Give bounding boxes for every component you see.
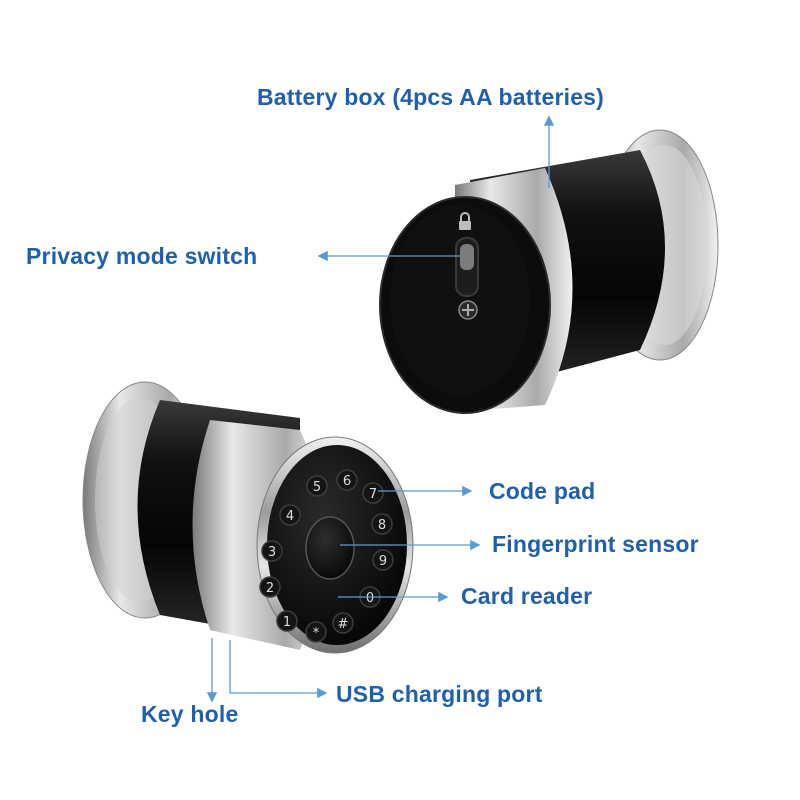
keypad-key: 6 <box>336 469 358 491</box>
code-pad-label: Code pad <box>489 478 596 504</box>
battery-box-label: Battery box (4pcs AA batteries) <box>257 84 605 110</box>
keypad-key: 2 <box>259 576 281 598</box>
usb-callout-line <box>229 640 328 699</box>
front-lock <box>82 381 414 654</box>
svg-text:1: 1 <box>283 615 291 630</box>
keypad-key: 5 <box>306 475 328 497</box>
code-pad-keys: 5 6 7 4 8 3 9 2 <box>259 469 394 643</box>
svg-text:2: 2 <box>266 581 274 596</box>
svg-text:8: 8 <box>378 518 386 533</box>
keypad-key: 8 <box>371 513 393 535</box>
keypad-key: # <box>332 612 354 634</box>
usb-port-label: USB charging port <box>336 681 543 707</box>
keypad-key: 3 <box>261 540 283 562</box>
card-reader-label: Card reader <box>461 583 593 609</box>
svg-text:3: 3 <box>268 545 276 560</box>
keypad-key: 9 <box>372 549 394 571</box>
keypad-key: 7 <box>362 482 384 504</box>
lock-icon <box>459 212 471 230</box>
keypad-key: 1 <box>276 610 298 632</box>
svg-text:9: 9 <box>379 554 387 569</box>
svg-text:0: 0 <box>366 591 374 606</box>
svg-text:4: 4 <box>286 509 294 524</box>
svg-text:*: * <box>313 626 320 641</box>
keypad-key: * <box>305 621 327 643</box>
privacy-switch-label: Privacy mode switch <box>26 243 258 269</box>
svg-text:6: 6 <box>343 474 351 489</box>
svg-text:#: # <box>338 617 349 632</box>
svg-text:5: 5 <box>313 480 321 495</box>
key-hole-label: Key hole <box>141 701 239 727</box>
screw-icon <box>458 300 478 320</box>
keypad-key: 4 <box>279 504 301 526</box>
fingerprint-sensor-label: Fingerprint sensor <box>492 531 699 557</box>
svg-text:7: 7 <box>369 487 377 502</box>
rear-lock <box>379 129 719 414</box>
callout-lines <box>206 115 555 703</box>
